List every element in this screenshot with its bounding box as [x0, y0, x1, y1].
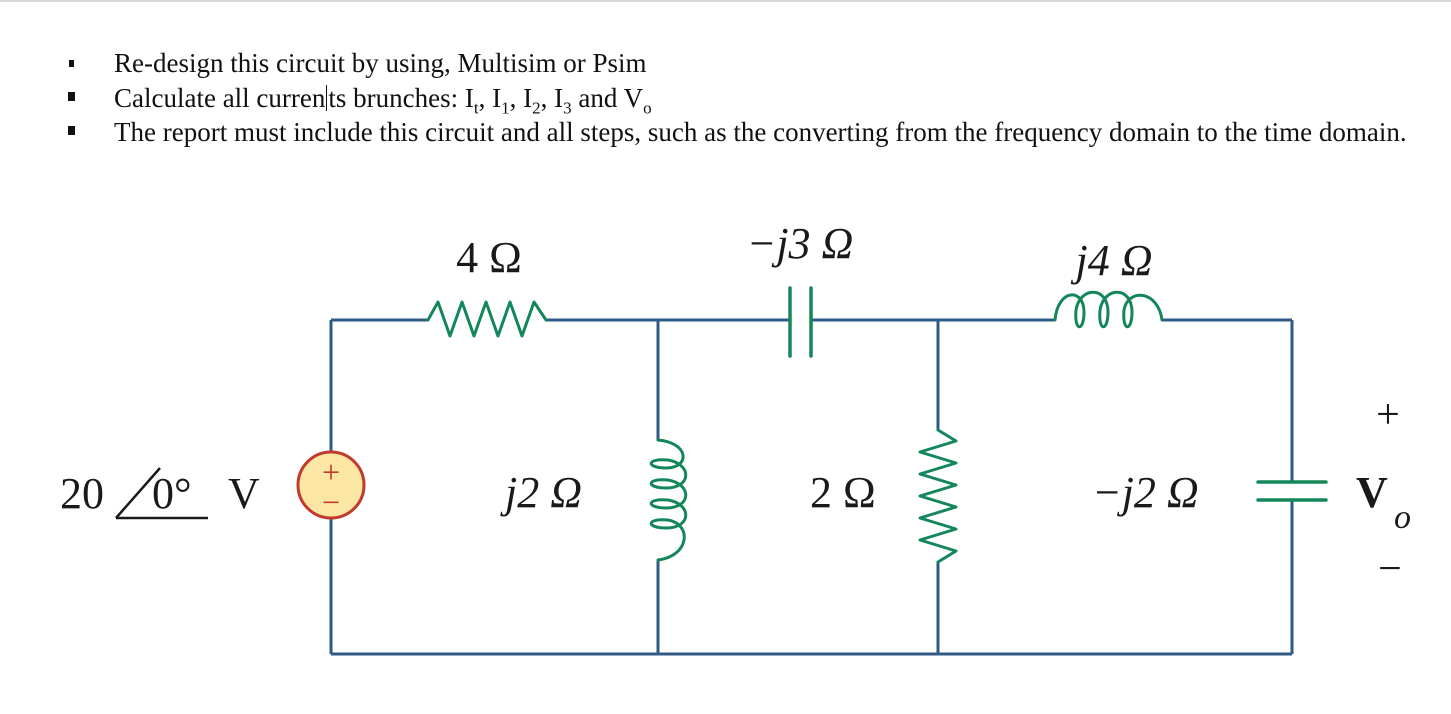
vo-subscript: o — [1394, 499, 1411, 536]
subscript: 3 — [563, 97, 572, 117]
capacitor-j3-label: −j3 Ω — [747, 219, 854, 268]
source-minus-sign: − — [322, 484, 340, 520]
resistor-2-ohm-label: 2 Ω — [810, 468, 876, 517]
instruction-text-part: ts brunches: I — [328, 82, 474, 113]
capacitor-j2-label: −j2 Ω — [1092, 468, 1199, 517]
wires — [329, 318, 1294, 656]
inductor-j4 — [1053, 290, 1164, 329]
inductor-j2-label: j2 Ω — [500, 468, 582, 517]
instruction-text: The report must include this circuit and… — [114, 117, 1407, 147]
inductor-j2 — [649, 438, 688, 562]
source-angle-label: 0° — [152, 469, 192, 518]
subscript: t — [473, 97, 479, 117]
instruction-text: Re-design this circuit by using, Multisi… — [114, 48, 647, 78]
subscript: 2 — [532, 97, 541, 117]
instruction-text-part: , I — [540, 82, 564, 113]
text-cursor — [326, 84, 328, 111]
bullet-icon — [68, 91, 75, 101]
inductor-j4-label: j4 Ω — [1070, 236, 1152, 285]
source-unit-label: V — [228, 469, 260, 518]
bullet-icon — [68, 126, 75, 135]
bullet-icon — [69, 60, 74, 67]
voltage-source-icon — [296, 450, 366, 520]
angle-symbol-icon — [115, 467, 208, 520]
instruction-text-part: Calculate all curren — [114, 82, 326, 113]
instruction-item-3: The report must include this circuit and… — [62, 115, 1422, 150]
instruction-text-part: , I — [478, 82, 502, 113]
source-plus-sign: + — [322, 454, 340, 490]
components — [426, 286, 1328, 564]
resistor-4-ohm — [426, 300, 548, 338]
instruction-text-part: and V — [571, 82, 644, 113]
resistor-4-ohm-label: 4 Ω — [456, 233, 522, 282]
subscript: o — [643, 97, 652, 117]
resistor-2-ohm — [918, 428, 958, 564]
instruction-text-part: , I — [509, 82, 533, 113]
vo-plus-sign: + — [1376, 392, 1400, 438]
top-border — [0, 0, 1451, 2]
source-magnitude-label: 20 — [60, 469, 104, 518]
instruction-list: Re-design this circuit by using, Multisi… — [62, 46, 1422, 150]
instruction-item-1: Re-design this circuit by using, Multisi… — [62, 46, 1422, 81]
vo-label: V — [1356, 468, 1388, 517]
vo-minus-sign: − — [1378, 546, 1402, 592]
subscript: 1 — [501, 97, 510, 117]
